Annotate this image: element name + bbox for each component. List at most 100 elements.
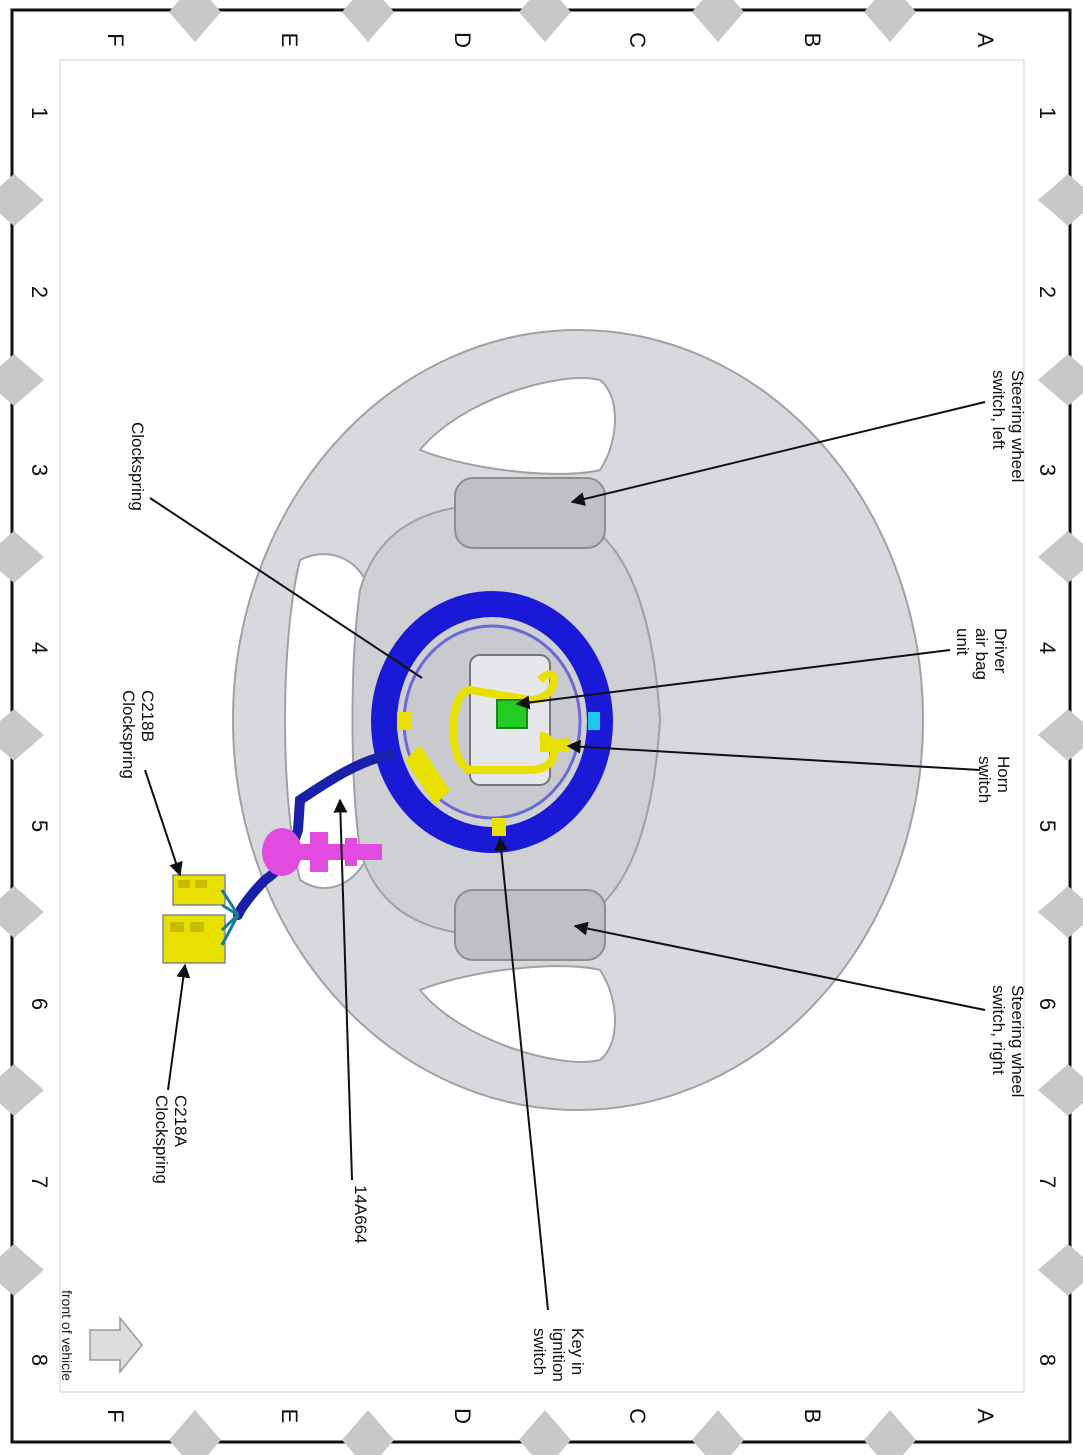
grid-marker-bottom-1	[169, 1410, 221, 1455]
row-label-a-top: A	[973, 33, 998, 48]
callout-key-ignition-line3: switch	[530, 1328, 549, 1375]
callout-driver-airbag-line3: unit	[953, 628, 972, 656]
row-label-c-bottom: C	[625, 1408, 650, 1424]
wheel-opening-left	[418, 377, 616, 475]
grid-marker-right-4	[1038, 709, 1083, 761]
connector-c218a	[162, 914, 226, 964]
col-label-4-left: 4	[27, 642, 52, 654]
callout-key-ignition-line1: Key in	[568, 1328, 587, 1375]
col-label-3-right: 3	[1035, 464, 1060, 476]
callout-steering-right-line2: switch, right	[989, 985, 1008, 1075]
grid-row-labels-top: A B C D E F	[103, 32, 998, 48]
leader-clockspring	[149, 497, 423, 679]
grid-column-labels-left: 1 2 3 4 5 6 7 8	[27, 107, 52, 1366]
leader-harness	[333, 798, 353, 1181]
grid-marker-top-3	[519, 0, 571, 42]
leader-lines	[144, 401, 986, 1311]
callout-harness-line1: 14A664	[351, 1185, 370, 1244]
row-label-b-bottom: B	[800, 1409, 825, 1424]
callout-c218a-line1: C218A	[171, 1095, 190, 1148]
yellow-wedge	[405, 745, 450, 805]
callout-driver-airbag: Driver air bag unit	[953, 628, 1010, 680]
grid-marker-right-5	[1038, 886, 1083, 938]
grid-marker-top-2	[342, 0, 394, 42]
grid-marker-right-7	[1038, 1244, 1083, 1296]
inner-frame	[59, 59, 1025, 1393]
callout-c218b-line1: C218B	[138, 690, 157, 742]
grid-marker-left-6	[0, 1064, 44, 1116]
grid-marker-top-5	[864, 0, 916, 42]
grid-marker-bottom-3	[519, 1410, 571, 1455]
svg-text:Steering wheel: Steering wheel	[1008, 370, 1027, 482]
grid-marker-left-3	[0, 531, 44, 583]
svg-text:ignition: ignition	[549, 1328, 568, 1382]
row-label-f-bottom: F	[103, 1409, 128, 1422]
svg-text:Clockspring: Clockspring	[152, 1095, 171, 1184]
callout-steering-left-line1: Steering wheel	[1008, 370, 1027, 482]
row-label-f-top: F	[103, 33, 128, 46]
callout-horn: Horn switch	[975, 756, 1013, 803]
svg-text:Steering wheel: Steering wheel	[1008, 985, 1027, 1097]
col-label-6-left: 6	[27, 998, 52, 1010]
col-label-2-right: 2	[1035, 286, 1060, 298]
callout-c218b-line2: Clockspring	[119, 690, 138, 779]
svg-text:switch, right: switch, right	[989, 985, 1008, 1075]
connector-c218b	[172, 874, 226, 906]
col-label-4-right: 4	[1035, 642, 1060, 654]
leader-steering-right	[573, 921, 986, 1011]
callout-steering-right-line1: Steering wheel	[1008, 985, 1027, 1097]
callout-c218a: C218A Clockspring	[152, 1095, 190, 1184]
col-label-5-left: 5	[27, 820, 52, 832]
svg-text:C218A: C218A	[171, 1095, 190, 1148]
grid-marker-right-1	[1038, 174, 1083, 226]
callout-driver-airbag-line1: Driver	[991, 628, 1010, 674]
pink-clip	[262, 828, 302, 876]
grid-marker-left-1	[0, 174, 44, 226]
leader-c218b	[144, 769, 183, 877]
grid-marker-right-6	[1038, 1064, 1083, 1116]
grid-column-labels-right: 1 2 3 4 5 6 7 8	[1035, 107, 1060, 1366]
col-label-3-left: 3	[27, 464, 52, 476]
svg-text:air bag: air bag	[972, 628, 991, 680]
leader-key-ignition	[494, 836, 549, 1311]
steering-switch-right	[454, 889, 606, 961]
steering-switch-left	[454, 477, 606, 549]
callout-steering-left-line2: switch, left	[989, 370, 1008, 450]
grid-marker-right-2	[1038, 354, 1083, 406]
yellow-tab-1	[397, 712, 411, 730]
grid-marker-left-2	[0, 354, 44, 406]
svg-text:Key in: Key in	[568, 1328, 587, 1375]
grid-marker-top-1	[169, 0, 221, 42]
svg-text:Horn: Horn	[994, 756, 1013, 793]
leader-driver-airbag	[515, 649, 951, 710]
col-label-1-right: 1	[1035, 107, 1060, 119]
callout-steering-left: Steering wheel switch, left	[989, 370, 1027, 482]
svg-text:switch: switch	[530, 1328, 549, 1375]
grid-marker-left-7	[0, 1244, 44, 1296]
col-label-7-left: 7	[27, 1176, 52, 1188]
row-label-d-top: D	[450, 32, 475, 48]
callout-key-ignition-line2: ignition	[549, 1328, 568, 1382]
svg-text:C218B: C218B	[138, 690, 157, 742]
grid-marker-bottom-4	[692, 1410, 744, 1455]
callout-driver-airbag-line2: air bag	[972, 628, 991, 680]
pink-clip-end	[345, 838, 357, 866]
callout-steering-right: Steering wheel switch, right	[989, 985, 1027, 1097]
callout-c218b: C218B Clockspring	[119, 690, 157, 779]
callout-c218a-line2: Clockspring	[152, 1095, 171, 1184]
horn-harness	[449, 670, 558, 774]
callout-clockspring-line1: Clockspring	[128, 422, 147, 511]
front-of-vehicle-indicator: front of vehicle	[59, 1290, 143, 1381]
front-of-vehicle-label: front of vehicle	[59, 1290, 75, 1381]
svg-text:switch, left: switch, left	[989, 370, 1008, 450]
svg-text:unit: unit	[953, 628, 972, 656]
connector-wires	[220, 889, 240, 946]
row-label-e-bottom: E	[277, 1409, 302, 1424]
svg-text:14A664: 14A664	[351, 1185, 370, 1244]
col-label-5-right: 5	[1035, 820, 1060, 832]
row-label-b-top: B	[800, 33, 825, 48]
pink-clip-fork	[310, 832, 328, 872]
grid-marker-bottom-2	[342, 1410, 394, 1455]
